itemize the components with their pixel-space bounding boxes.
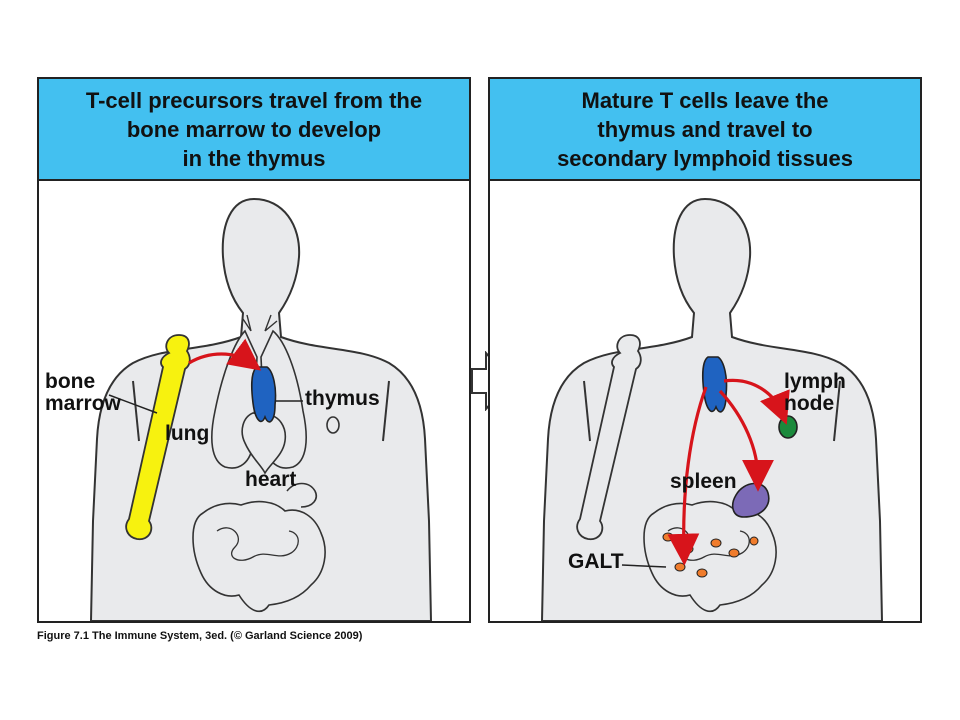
left-body-diagram — [89, 197, 433, 621]
right-panel-header: Mature T cells leave the thymus and trav… — [490, 79, 920, 181]
bone-marrow-bone — [125, 334, 191, 541]
lymph-node-outline — [326, 416, 340, 434]
left-panel-header: T-cell precursors travel from the bone m… — [39, 79, 469, 181]
bone-marrow-leader — [108, 394, 158, 414]
left-panel-illustration: bone marrow lung thymus heart — [39, 181, 469, 621]
galt-leader — [621, 564, 667, 568]
label-thymus: thymus — [305, 387, 380, 410]
label-lymph-node: lymph node — [784, 370, 846, 415]
label-spleen: spleen — [670, 470, 737, 493]
arrow-to-galt — [667, 386, 708, 566]
label-galt: GALT — [568, 550, 624, 573]
label-bone-marrow: bone marrow — [45, 370, 121, 415]
thymus — [251, 366, 277, 423]
intestines — [192, 500, 326, 613]
right-panel-title: Mature T cells leave the thymus and trav… — [557, 87, 853, 171]
left-panel: T-cell precursors travel from the bone m… — [37, 77, 471, 623]
lymph-node — [778, 415, 798, 439]
label-heart: heart — [245, 468, 297, 491]
right-body-diagram — [540, 197, 884, 621]
right-panel: Mature T cells leave the thymus and trav… — [488, 77, 922, 623]
heart — [241, 412, 287, 475]
arrow-to-spleen — [718, 389, 774, 492]
thymus — [702, 356, 728, 413]
arrow-to-lymph-node — [723, 378, 790, 425]
right-panel-illustration: lymph node spleen GALT — [490, 181, 920, 621]
label-lung: lung — [165, 422, 210, 445]
bone-outline — [576, 334, 642, 541]
intestines — [643, 500, 777, 613]
figure-caption: Figure 7.1 The Immune System, 3ed. (© Ga… — [37, 630, 363, 642]
migration-arrow — [188, 338, 262, 371]
left-panel-title: T-cell precursors travel from the bone m… — [85, 87, 423, 171]
